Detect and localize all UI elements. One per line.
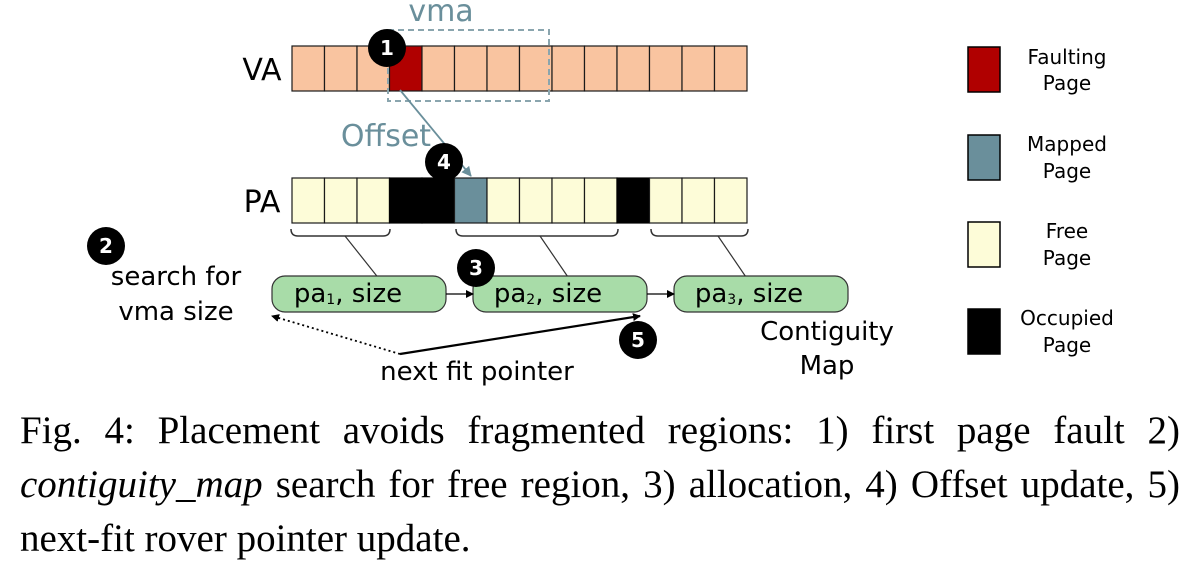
pa-page-row (291, 177, 748, 224)
va-cell-2-free (323, 45, 358, 92)
next-fit-label: next fit pointer (380, 357, 574, 387)
legend-label-occupied-line1: Occupied (1020, 306, 1114, 330)
legend-label-free-line1: Free (1046, 219, 1088, 243)
va-cell-13-free (681, 45, 716, 92)
pa-brace-1 (290, 228, 391, 237)
offset-label: Offset (341, 119, 431, 154)
va-cell-11-free (616, 45, 651, 92)
contiguity-map-label-line2: Map (800, 351, 855, 381)
map-node-3-rest: , size (736, 279, 803, 309)
map-node-3-base: pa (695, 279, 727, 309)
map-node-1-base: pa (294, 279, 326, 309)
pa-cell-6-mapped (453, 177, 488, 224)
va-cell-6-free (453, 45, 488, 92)
pa-cell-8-free (518, 177, 553, 224)
pa-cell-12-free (648, 177, 683, 224)
legend-item-faulting: Faulting Page (967, 45, 1107, 95)
pa-cell-1-free (291, 177, 326, 224)
legend-item-occupied: Occupied Page (967, 306, 1114, 357)
legend-label-faulting-line1: Faulting (1028, 45, 1107, 69)
brace-connector-1 (344, 235, 381, 281)
figure-caption: Fig. 4: Placement avoids fragmented regi… (20, 404, 1180, 566)
legend-label-faulting-line2: Page (1043, 71, 1091, 95)
step-badge-3-number: 3 (469, 256, 483, 280)
va-cell-8-free (518, 45, 553, 92)
map-node-3-sub: 3 (727, 292, 736, 308)
svg-text:pa1, size: pa1, size (294, 279, 402, 309)
step-badge-1: 1 (368, 29, 406, 67)
pa-brace-3 (650, 228, 749, 237)
va-cell-14-free (713, 45, 748, 92)
svg-text:pa2, size: pa2, size (494, 279, 602, 309)
caption-italic-term: contiguity_map (20, 463, 263, 506)
legend-label-mapped-line1: Mapped (1027, 132, 1107, 156)
step-badge-5: 5 (619, 321, 657, 359)
next-fit-arrow-new (399, 313, 641, 356)
pa-cell-9-free (551, 177, 586, 224)
contiguity-map-label-line1: Contiguity (760, 317, 894, 347)
legend-item-free: Free Page (967, 219, 1091, 270)
va-cell-7-free (486, 45, 521, 92)
search-label-line2: vma size (118, 297, 233, 327)
caption-suffix: search for free region, 3) allocation, 4… (20, 463, 1180, 560)
va-cell-1-free (291, 45, 326, 92)
next-fit-arrow-old (271, 314, 401, 355)
legend: Faulting Page Mapped Page Free Page Occu… (967, 45, 1114, 357)
vma-label: vma (408, 0, 473, 29)
va-cell-9-free (551, 45, 586, 92)
map-node-2: pa2, size (472, 275, 648, 313)
va-page-row (291, 45, 748, 92)
search-label-line1: search for (111, 262, 242, 292)
brace-connector-2 (539, 235, 571, 281)
legend-swatch-free (967, 221, 1001, 268)
legend-swatch-occupied (967, 308, 1001, 355)
va-label: VA (242, 53, 282, 88)
map-node-3: pa3, size (673, 275, 849, 313)
step-badge-4: 4 (425, 143, 463, 181)
brace-connector-3 (717, 235, 749, 281)
va-cell-10-free (583, 45, 618, 92)
map-node-2-base: pa (494, 279, 526, 309)
map-node-2-sub: 2 (526, 292, 535, 308)
pa-label: PA (244, 185, 281, 220)
va-cell-5-free (421, 45, 456, 92)
map-node-1-rest: , size (335, 279, 402, 309)
vma-region (387, 29, 550, 102)
step-badge-2: 2 (87, 227, 125, 265)
pa-cell-2-free (323, 177, 358, 224)
step-badge-1-number: 1 (380, 36, 394, 60)
map-node-1: pa1, size (271, 275, 447, 313)
step-badge-2-number: 2 (99, 234, 113, 258)
pa-cell-3-free (356, 177, 391, 224)
pa-cell-5-occupied (421, 177, 456, 224)
pa-cell-11-occupied (616, 177, 651, 224)
map-node-2-rest: , size (535, 279, 602, 309)
pa-cell-13-free (681, 177, 716, 224)
legend-item-mapped: Mapped Page (967, 132, 1107, 183)
va-cell-12-free (648, 45, 683, 92)
svg-text:pa3, size: pa3, size (695, 279, 803, 309)
caption-prefix: Fig. 4: Placement avoids fragmented regi… (20, 409, 1180, 452)
pa-brace-2 (455, 228, 619, 237)
pa-cell-10-free (583, 177, 618, 224)
legend-swatch-mapped (967, 134, 1001, 181)
step-badge-4-number: 4 (437, 150, 451, 174)
pa-cell-7-free (486, 177, 521, 224)
legend-label-free-line2: Page (1043, 246, 1091, 270)
pa-cell-14-free (713, 177, 748, 224)
legend-swatch-faulting (967, 46, 1001, 93)
step-badge-3: 3 (457, 249, 495, 287)
legend-label-occupied-line2: Page (1043, 333, 1091, 357)
step-badge-5-number: 5 (631, 328, 645, 352)
pa-cell-4-occupied (388, 177, 423, 224)
map-node-1-sub: 1 (326, 292, 335, 308)
legend-label-mapped-line2: Page (1043, 159, 1091, 183)
placement-diagram: VA PA vma Offset pa1, size pa2, size pa3… (87, 0, 1114, 387)
